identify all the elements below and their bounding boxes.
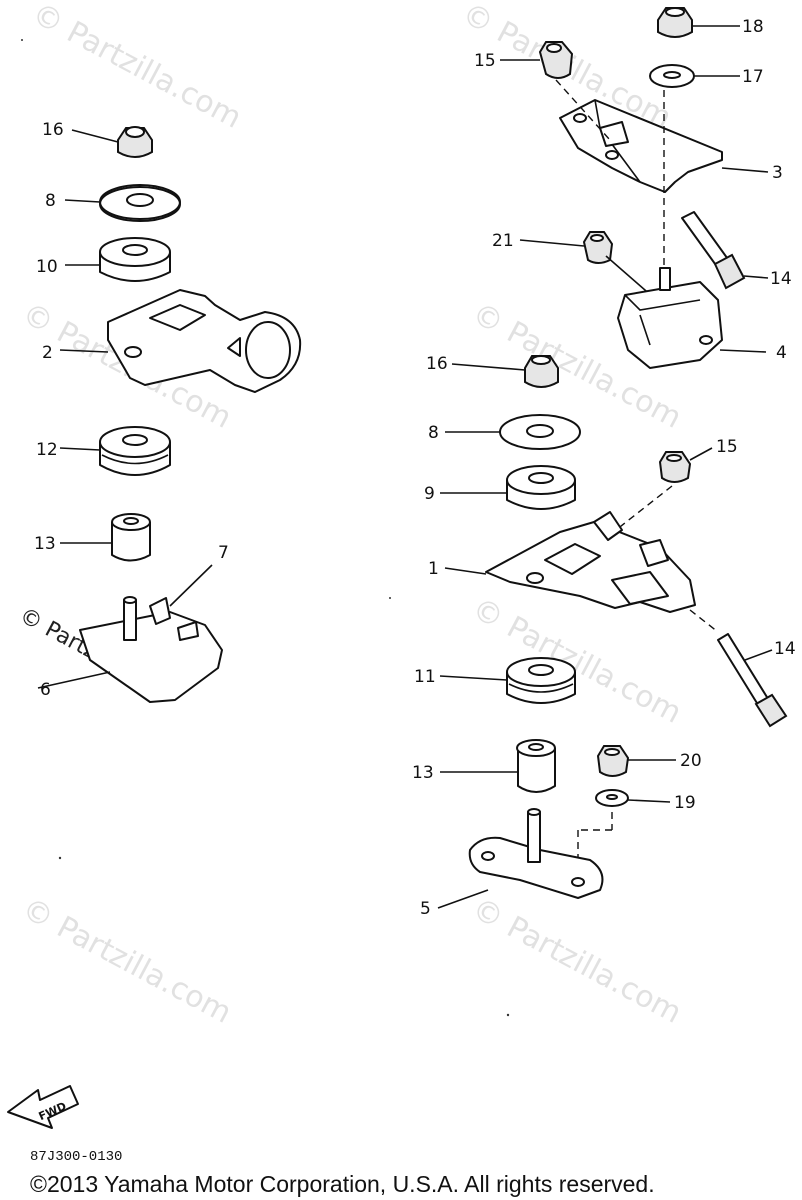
callout-15: 15	[716, 437, 738, 457]
washer-8-left	[64, 184, 181, 222]
callout-19: 19	[674, 793, 696, 813]
callout-7: 7	[218, 543, 229, 563]
specks	[21, 39, 510, 1017]
drawing-code: 87J300-0130	[30, 1149, 122, 1165]
mount-4	[617, 267, 767, 369]
dash-line	[689, 609, 719, 633]
callout-16: 16	[42, 120, 64, 140]
rubber-12	[59, 426, 171, 476]
rubber-9	[440, 465, 576, 510]
callout-8: 8	[45, 191, 56, 211]
callout-9: 9	[424, 484, 435, 504]
bolt-14-top	[681, 211, 769, 290]
nut-18	[657, 7, 740, 38]
nut-15-mid	[615, 447, 713, 531]
callout-12: 12	[36, 440, 58, 460]
callout-13: 13	[34, 534, 56, 554]
collar-13-right	[440, 739, 556, 793]
callout-6: 6	[40, 680, 51, 700]
bracket-2	[59, 289, 302, 393]
callout-3: 3	[772, 163, 783, 183]
callout-4: 4	[776, 343, 787, 363]
callout-16: 16	[426, 354, 448, 374]
callout-21: 21	[492, 231, 514, 251]
callout-17: 17	[742, 67, 764, 87]
callouts: 16 8 10 2 12 13 7 6 18 15 17 3 21 14 4 1…	[34, 17, 796, 919]
watermark: © Partzilla.com	[16, 891, 237, 1031]
rubber-11	[439, 657, 576, 704]
callout-13: 13	[412, 763, 434, 783]
callout-8: 8	[428, 423, 439, 443]
fwd-arrow-icon: FWD	[7, 1085, 79, 1129]
dash-line	[555, 79, 611, 141]
nut-16-left	[71, 126, 153, 158]
nut-20	[596, 745, 676, 777]
rubber-10-left	[65, 237, 171, 282]
callout-2: 2	[42, 343, 53, 363]
bracket-1	[444, 511, 696, 613]
callout-18: 18	[742, 17, 764, 37]
bracket-3	[559, 99, 769, 193]
callout-11: 11	[414, 667, 436, 687]
plate-5	[437, 808, 604, 909]
watermark: © Partzilla.com	[26, 0, 247, 136]
watermark: © Partzilla.com	[466, 891, 687, 1031]
callout-5: 5	[420, 899, 431, 919]
callout-1: 1	[428, 559, 439, 579]
bolt-14-mid	[717, 633, 788, 728]
collar-13-left	[60, 513, 151, 562]
copyright-text: ©2013 Yamaha Motor Corporation, U.S.A. A…	[30, 1171, 655, 1197]
washer-17	[649, 64, 740, 88]
callout-20: 20	[680, 751, 702, 771]
plate-6	[37, 564, 223, 703]
callout-10: 10	[36, 257, 58, 277]
callout-15: 15	[474, 51, 496, 71]
nut-16-right	[451, 355, 559, 388]
watermark: © Partzilla.com	[466, 591, 687, 731]
nut-15-top	[500, 41, 574, 79]
callout-14: 14	[774, 639, 796, 659]
washer-19	[595, 789, 671, 807]
callout-14: 14	[770, 269, 792, 289]
washer-8-right	[445, 414, 581, 450]
